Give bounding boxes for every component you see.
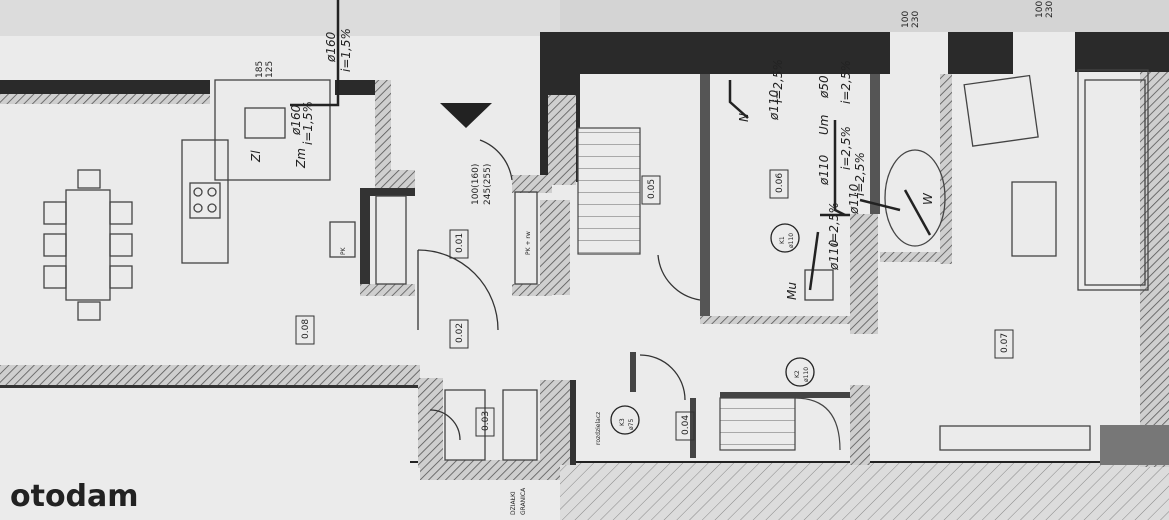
svg-text:i=1,5%: i=1,5% <box>339 28 353 72</box>
walls <box>0 32 1169 480</box>
svg-text:ø160: ø160 <box>324 31 338 63</box>
dim-top-left-b: 125 <box>265 61 275 78</box>
svg-text:0.02: 0.02 <box>455 323 465 343</box>
svg-text:N: N <box>737 113 751 122</box>
svg-text:i=2,5%: i=2,5% <box>839 60 853 104</box>
svg-text:ø110: ø110 <box>827 239 841 271</box>
svg-text:i=2,5%: i=2,5% <box>839 126 853 170</box>
svg-text:0.03: 0.03 <box>481 411 491 431</box>
svg-text:0.01: 0.01 <box>455 233 465 253</box>
boundary-label-a: GRANICA <box>520 487 527 515</box>
margin-top <box>0 0 560 36</box>
watermark-logo: otodam <box>10 479 139 514</box>
room-label-002: 0.02 <box>449 319 469 349</box>
svg-text:ø50: ø50 <box>817 75 831 99</box>
dim-top-mid-a: 100 <box>901 11 911 28</box>
staircase-lower <box>719 397 796 451</box>
svg-text:Zm: Zm <box>294 148 308 169</box>
dim-top-mid-b: 230 <box>911 11 921 28</box>
room-label-004: 0.04 <box>675 411 695 441</box>
room-label-005: 0.05 <box>641 175 661 205</box>
svg-text:ø110: ø110 <box>803 367 810 382</box>
pk-rw-label: PK + rw <box>525 231 532 255</box>
svg-text:ø110: ø110 <box>788 233 795 248</box>
svg-text:0.05: 0.05 <box>647 179 657 199</box>
svg-text:0.07: 0.07 <box>1000 333 1010 353</box>
svg-text:ø110: ø110 <box>817 154 831 186</box>
margin-top-right <box>560 0 1169 32</box>
entrance-arrow <box>440 103 492 128</box>
svg-text:i=1,5%: i=1,5% <box>301 101 315 145</box>
dim-top-right-a: 100 <box>1035 1 1045 18</box>
dim-top-left-a: 185 <box>255 61 265 78</box>
svg-text:i=2,5%: i=2,5% <box>853 152 867 196</box>
neighbour-hatch <box>560 463 1169 520</box>
svg-text:i=2,5%: i=2,5% <box>827 202 841 246</box>
room-label-006: 0.06 <box>769 169 789 199</box>
dim-top-right-b: 230 <box>1045 1 1055 18</box>
pk-label: PK <box>340 246 347 255</box>
room-label-008: 0.08 <box>295 315 315 345</box>
svg-text:ø110: ø110 <box>767 89 781 121</box>
svg-text:Um: Um <box>817 115 831 135</box>
stair-curve <box>794 397 841 451</box>
room-label-007: 0.07 <box>994 329 1014 359</box>
door-swings <box>417 139 701 441</box>
svg-text:Mu: Mu <box>785 282 799 300</box>
pipe-annotations: ø160 i=1,5% ø160 i=1,5% Zl Zm N i=2,5% ø… <box>249 28 935 435</box>
svg-text:K1: K1 <box>779 236 786 244</box>
furniture <box>43 69 1149 461</box>
svg-text:ø110: ø110 <box>847 183 861 215</box>
svg-text:i=2,5%: i=2,5% <box>771 59 785 103</box>
room-label-001: 0.01 <box>449 229 469 259</box>
svg-text:ø75: ø75 <box>628 419 635 430</box>
svg-text:K3: K3 <box>619 418 626 426</box>
room-label-003: 0.03 <box>475 407 495 437</box>
pipe-lines <box>290 0 932 291</box>
svg-text:Zl: Zl <box>249 150 263 163</box>
staircase-main <box>577 127 641 255</box>
svg-text:ø160: ø160 <box>289 104 303 136</box>
svg-text:K2: K2 <box>794 370 801 378</box>
svg-text:W: W <box>921 192 935 205</box>
room-labels: 0.01 0.02 0.03 0.04 0.05 0.06 0.07 0.08 <box>295 169 1014 441</box>
svg-text:0.08: 0.08 <box>301 319 311 339</box>
boundary-label-b: DZIAŁKI <box>510 491 517 515</box>
distributor-label: rozdzielacz <box>595 412 602 445</box>
svg-text:0.06: 0.06 <box>775 173 785 193</box>
dim-door-b: 245(255) <box>483 164 493 205</box>
svg-text:0.04: 0.04 <box>681 415 691 435</box>
dim-door-a: 100(160) <box>471 164 481 205</box>
